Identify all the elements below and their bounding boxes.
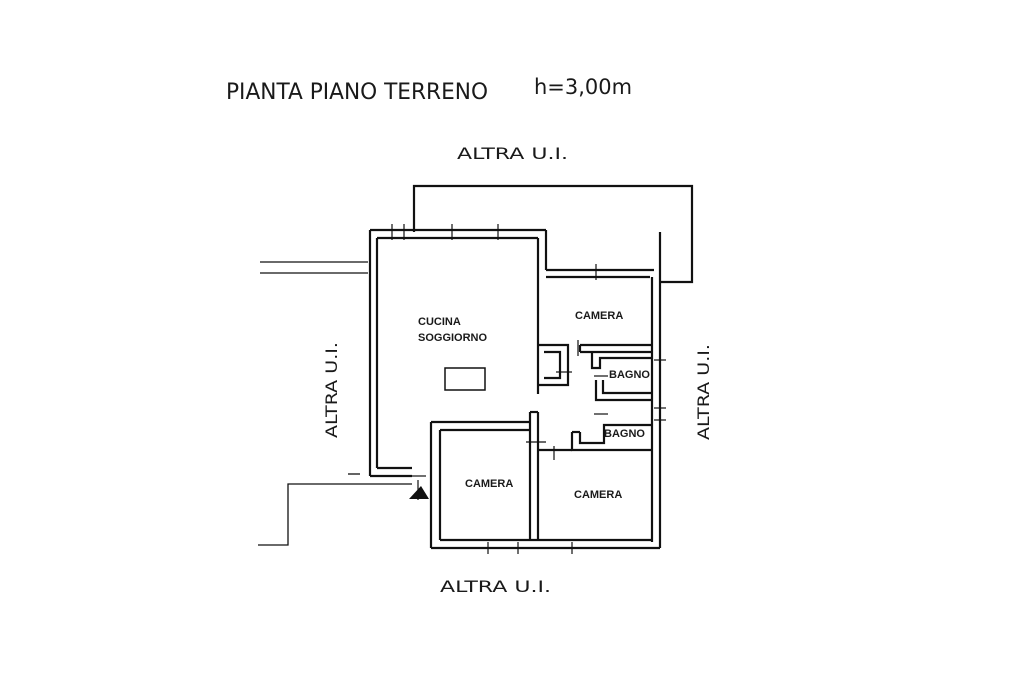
entrance-arrow-icon — [409, 486, 429, 499]
window-marks — [391, 224, 666, 554]
left-passage — [258, 261, 412, 546]
neighbor-label-top: ALTRA U.I. — [457, 144, 568, 163]
room-label-camera-bottom-left: CAMERA — [465, 478, 513, 490]
interior-walls — [528, 343, 652, 540]
neighbor-outline-top — [412, 184, 694, 284]
room-label-bagno-1: BAGNO — [609, 369, 650, 381]
plan-title: PIANTA PIANO TERRENO — [226, 80, 488, 105]
exterior-walls — [368, 228, 662, 550]
door-marks — [412, 340, 608, 477]
neighbor-label-right: ALTRA U.I. — [694, 344, 713, 440]
room-label-soggiorno: SOGGIORNO — [418, 332, 488, 344]
neighbor-label-left: ALTRA U.I. — [322, 342, 341, 438]
plan-height-label: h=3,00m — [534, 75, 632, 99]
room-label-bagno-2: BAGNO — [604, 428, 645, 440]
room-label-camera-top: CAMERA — [575, 310, 623, 322]
neighbor-label-bottom: ALTRA U.I. — [440, 577, 551, 596]
kitchen-island — [444, 367, 486, 391]
room-label-camera-bottom-right: CAMERA — [574, 489, 622, 501]
room-label-cucina: CUCINA — [418, 316, 461, 328]
